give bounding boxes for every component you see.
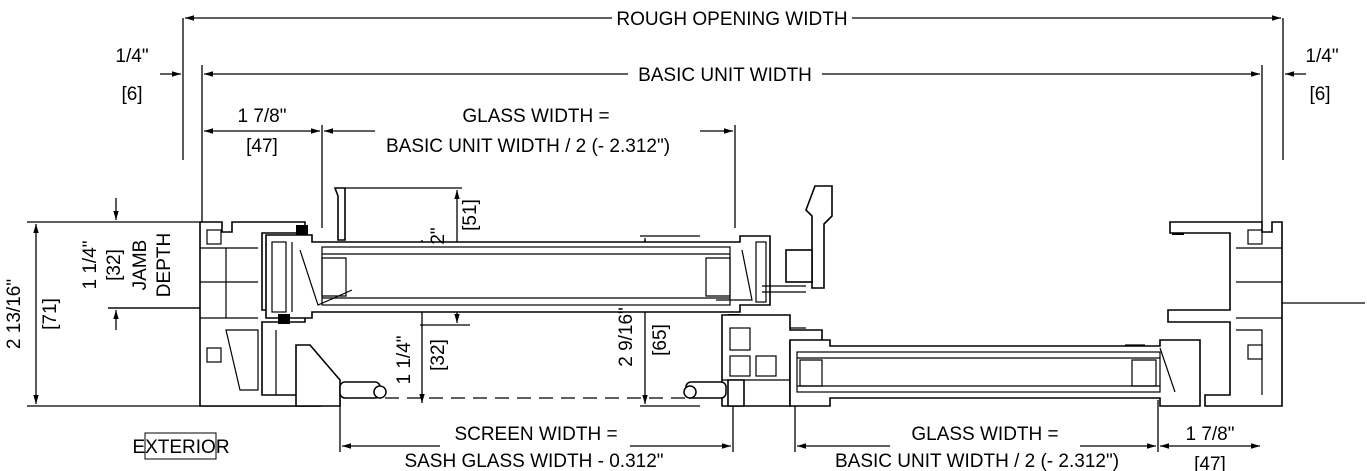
glass-width-top-line1: GLASS WIDTH = (462, 106, 609, 127)
right-gap-mm-label: [6] (1309, 84, 1330, 105)
sash-depth-mm-label: [51] (460, 199, 481, 231)
interlock-depth-in-label: 2 9/16" (616, 307, 637, 367)
screen-width-line1: SCREEN WIDTH = (454, 424, 617, 445)
left-gap-mm-label: [6] (121, 84, 142, 105)
inner-depth-in-label: 1 1/4" (394, 335, 415, 384)
jamb-label-2: DEPTH (154, 233, 175, 297)
right-jamb-profile (1167, 221, 1365, 407)
dimension-lines (27, 15, 1306, 452)
basic-unit-width-label: BASIC UNIT WIDTH (638, 65, 812, 86)
left-offset-mm-label: [47] (246, 136, 278, 157)
glass-width-top-line2: BASIC UNIT WIDTH / 2 (- 2.312") (386, 136, 670, 157)
rough-opening-width-label: ROUGH OPENING WIDTH (616, 9, 847, 30)
sash-depth-in-label: 2" (428, 227, 449, 244)
right-sash (789, 339, 1201, 407)
left-gap-in-label: 1/4" (115, 46, 148, 67)
exterior-box (144, 432, 217, 460)
jamb-depth-in-label: 1 1/4" (80, 240, 101, 289)
right-offset-in-label: 1 7/8" (1185, 424, 1234, 445)
glass-width-bottom-line2: BASIC UNIT WIDTH / 2 (- 2.312") (835, 451, 1119, 471)
left-jamb-profile (108, 221, 321, 407)
right-offset-mm-label: [47] (1194, 454, 1226, 471)
inner-depth-mm-label: [32] (428, 339, 449, 371)
exterior-label: EXTERIOR (132, 437, 229, 458)
left-offset-in-label: 1 7/8" (237, 106, 286, 127)
glass-width-bottom-line1: GLASS WIDTH = (911, 424, 1058, 445)
sash-lock (762, 185, 833, 335)
interlock-depth-mm-label: [65] (650, 324, 671, 356)
dimension-labels: ROUGH OPENING WIDTH BASIC UNIT WIDTH 1/4… (4, 9, 1339, 471)
overall-depth-mm-label: [71] (40, 298, 61, 330)
screen-width-line2: SASH GLASS WIDTH - 0.312" (404, 451, 663, 471)
screen-frame (295, 344, 745, 407)
jamb-depth-mm-label: [32] (104, 249, 125, 281)
left-sash (265, 187, 771, 319)
right-gap-in-label: 1/4" (1305, 46, 1338, 67)
overall-depth-in-label: 2 13/16" (4, 279, 25, 349)
jamb-label-1: JAMB (130, 240, 151, 291)
